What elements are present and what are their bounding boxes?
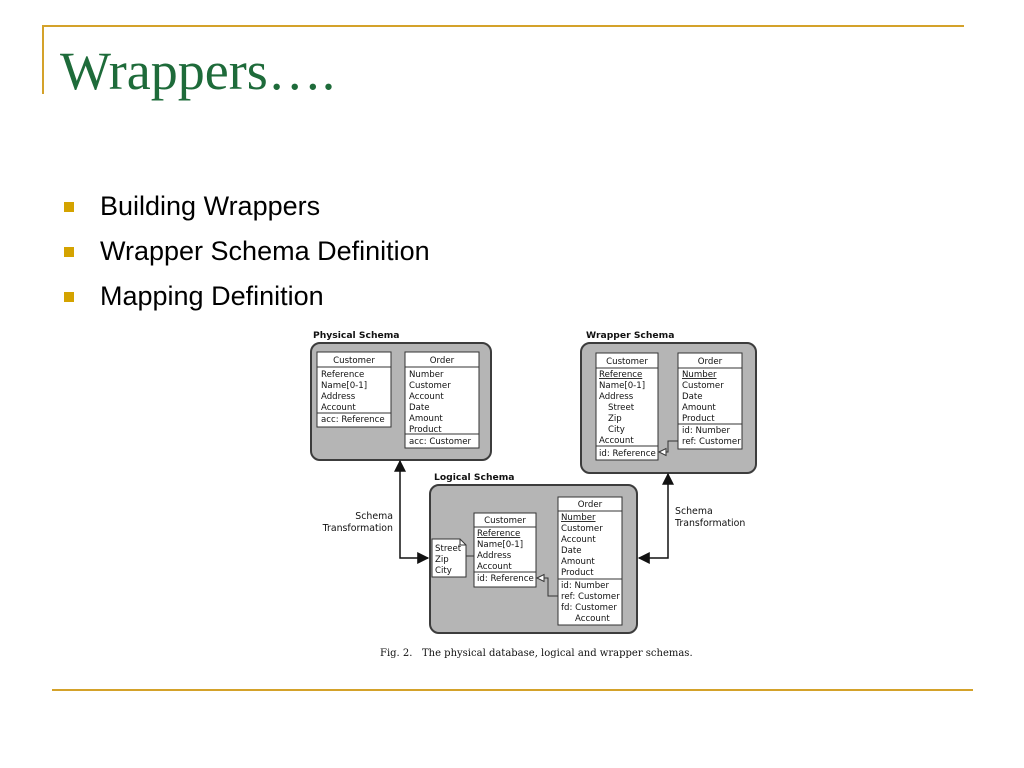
entity-field: Customer (409, 381, 451, 391)
entity-constraint: acc: Reference (321, 415, 385, 425)
entity-field: Account (321, 403, 356, 413)
physical-customer-entity: Customer Reference Name[0-1] Address Acc… (316, 351, 392, 428)
wrapper-order-entity: Order Number Customer Date Amount Produc… (677, 352, 743, 450)
note-line: Zip (435, 555, 449, 565)
bullet-square-icon (64, 202, 74, 212)
entity-field: Customer (561, 524, 603, 534)
entity-constraint: id: Number (561, 581, 609, 591)
entity-field: Customer (682, 381, 724, 391)
entity-field: Account (599, 436, 634, 446)
entity-field: Number (682, 370, 717, 380)
bullet-square-icon (64, 247, 74, 257)
entity-name: Order (578, 500, 603, 510)
bullet-text: Mapping Definition (100, 281, 324, 311)
logical-customer-entity: Customer Reference Name[0-1] Address Acc… (473, 512, 537, 588)
entity-constraint: fd: Customer (561, 603, 617, 613)
logical-reference-link (544, 577, 558, 597)
entity-field: Date (682, 392, 703, 402)
entity-field: Amount (409, 414, 443, 424)
bullet-square-icon (64, 292, 74, 302)
entity-field: Product (561, 568, 594, 578)
entity-field: Account (477, 562, 512, 572)
entity-field: Reference (321, 370, 364, 380)
right-transformation-arrow (637, 472, 674, 564)
entity-field: Account (409, 392, 444, 402)
entity-field: Name[0-1] (477, 540, 523, 550)
entity-field: Date (561, 546, 582, 556)
entity-subfield: Street (608, 403, 635, 413)
entity-field: Reference (599, 370, 642, 380)
wrapper-customer-entity: Customer Reference Name[0-1] Address Str… (595, 352, 659, 461)
bullet-item: Building Wrappers (64, 184, 430, 229)
entity-field: Name[0-1] (321, 381, 367, 391)
entity-field: Product (682, 414, 715, 424)
bullet-item: Wrapper Schema Definition (64, 229, 430, 274)
physical-order-entity: Order Number Customer Account Date Amoun… (404, 351, 480, 449)
entity-constraint: ref: Customer (561, 592, 620, 602)
entity-field: Account (561, 535, 596, 545)
note-line: City (435, 566, 452, 576)
reference-arrowhead (535, 573, 545, 583)
entity-field: Amount (561, 557, 595, 567)
bullet-item: Mapping Definition (64, 274, 430, 319)
bullet-text: Building Wrappers (100, 191, 321, 221)
title-accent-bar (42, 26, 44, 94)
logical-order-entity: Order Number Customer Account Date Amoun… (557, 496, 623, 626)
entity-field: Date (409, 403, 430, 413)
bottom-rule (52, 689, 973, 691)
physical-schema-title: Physical Schema (313, 330, 399, 341)
entity-subfield: City (608, 425, 625, 435)
logical-schema-title: Logical Schema (434, 472, 515, 483)
entity-constraint: id: Reference (477, 574, 534, 584)
left-transformation-arrow (394, 459, 430, 564)
entity-name: Customer (606, 357, 648, 367)
entity-subfield: Zip (608, 414, 622, 424)
entity-field: Address (477, 551, 512, 561)
entity-field: Amount (682, 403, 716, 413)
transformation-label: Schema (355, 511, 393, 522)
entity-constraint: ref: Customer (682, 437, 741, 447)
slide-title: Wrappers…. (60, 41, 336, 101)
top-rule (42, 25, 964, 27)
entity-constraint: id: Number (682, 426, 730, 436)
entity-field: Address (321, 392, 356, 402)
logical-address-note: Street Zip City (431, 538, 467, 578)
bullet-list: Building Wrappers Wrapper Schema Definit… (64, 184, 430, 319)
reference-arrowhead (657, 447, 667, 457)
entity-field: Name[0-1] (599, 381, 645, 391)
transformation-label: Transformation (322, 523, 393, 534)
entity-constraint: id: Reference (599, 449, 656, 459)
entity-field: Product (409, 425, 442, 435)
bullet-text: Wrapper Schema Definition (100, 236, 430, 266)
wrapper-schema-title: Wrapper Schema (586, 330, 674, 341)
entity-constraint: Account (575, 614, 610, 624)
entity-name: Customer (484, 516, 526, 526)
entity-constraint: acc: Customer (409, 437, 472, 447)
entity-name: Customer (333, 356, 375, 366)
transformation-label: Transformation (674, 518, 745, 529)
entity-field: Address (599, 392, 634, 402)
figure-caption: Fig. 2. The physical database, logical a… (380, 648, 693, 659)
entity-field: Reference (477, 529, 520, 539)
entity-field: Number (561, 513, 596, 523)
entity-name: Order (698, 357, 723, 367)
note-line: Street (435, 544, 462, 554)
entity-name: Order (430, 356, 455, 366)
entity-field: Number (409, 370, 444, 380)
transformation-label: Schema (675, 506, 713, 517)
